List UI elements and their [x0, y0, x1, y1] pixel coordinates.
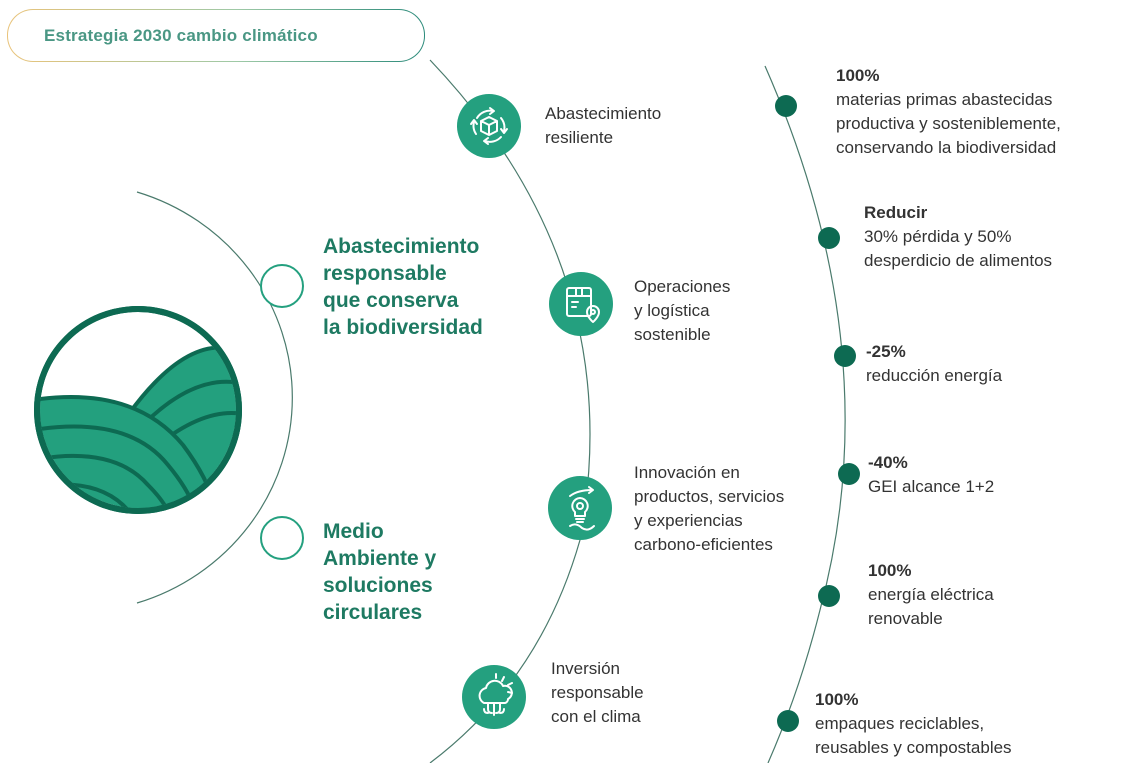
pillar-marker-1 [260, 264, 304, 308]
cycle-box-icon [457, 94, 521, 158]
cloud-sun-icon [462, 665, 526, 729]
strategy-title: Estrategia 2030 cambio climático [7, 9, 425, 62]
fields-logo [34, 306, 242, 514]
goal-dot-4 [838, 463, 860, 485]
goal-packaging: 100% empaques reciclables,reusables y co… [815, 690, 1012, 757]
goal-dot-5 [818, 585, 840, 607]
goal-dot-2 [818, 227, 840, 249]
innovation-lightbulb-icon [548, 476, 612, 540]
goal-energy-reduction: -25% reducción energía [866, 342, 1003, 385]
goal-ghg: -40% GEI alcance 1+2 [868, 453, 995, 496]
goal-food-waste: Reducir 30% pérdida y 50%desperdicio de … [864, 203, 1053, 270]
goal-dot-1 [775, 95, 797, 117]
pillar-marker-2 [260, 516, 304, 560]
package-location-icon [549, 272, 613, 336]
goal-dot-3 [834, 345, 856, 367]
goal-dot-6 [777, 710, 799, 732]
